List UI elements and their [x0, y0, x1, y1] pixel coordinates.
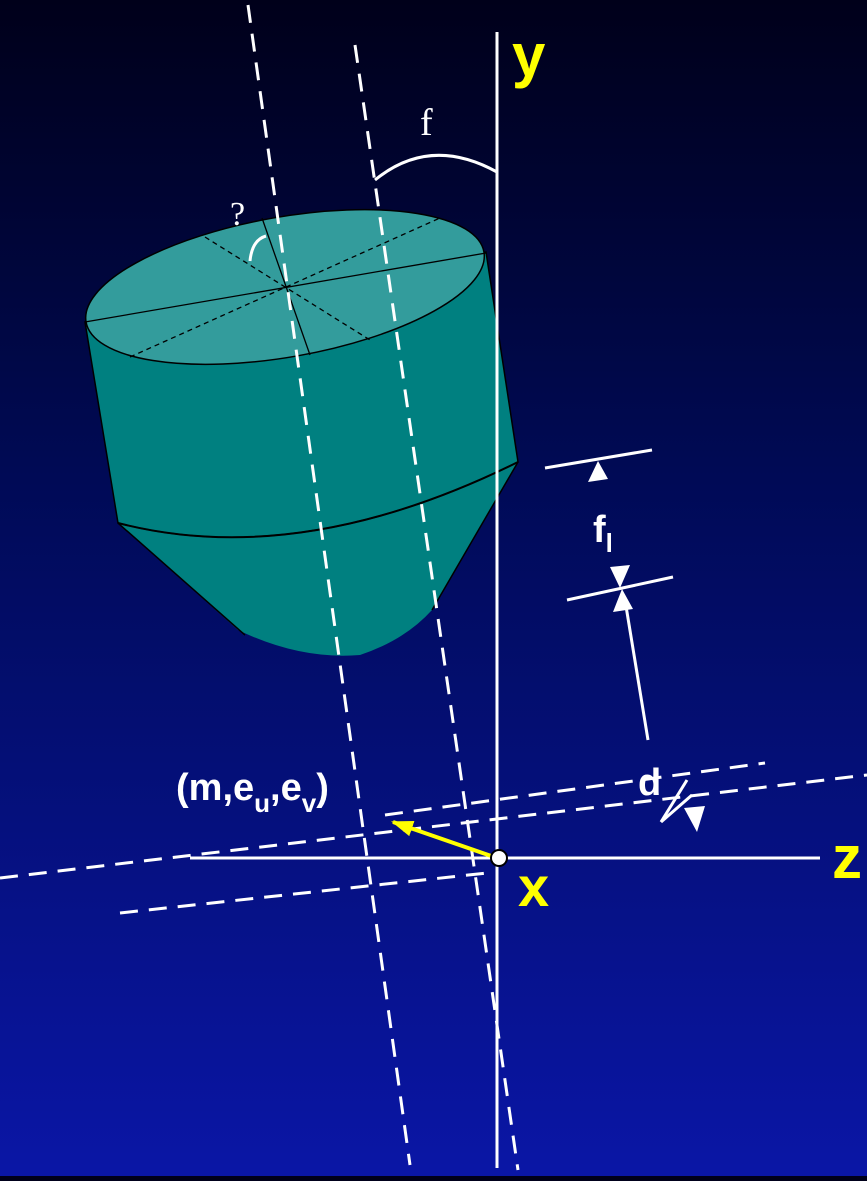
origin-point: [490, 849, 508, 867]
fl-tick-upper: [544, 448, 653, 470]
d-arrow-top: [613, 589, 633, 612]
x-origin-label: x: [518, 855, 549, 918]
detector-face-crosshair: [84, 217, 487, 358]
fl-arrow-bottom: [610, 565, 630, 588]
fl-tick-lower: [566, 575, 674, 602]
detector-body: [84, 208, 519, 656]
psi-angle-arc: [248, 234, 267, 262]
fl-label: fl: [593, 509, 613, 558]
fl-dimension: [544, 448, 674, 602]
d-line-upper: [623, 599, 650, 741]
d-line-lower: [660, 793, 693, 824]
detector-axis-primary: [246, 4, 412, 1166]
d-arrow-bottom: [684, 806, 705, 832]
psi-label: ?: [230, 196, 245, 233]
phi-angle-arc: [374, 153, 498, 182]
phi-label: f: [420, 102, 433, 144]
tilted-z-axis-lower: [119, 871, 488, 915]
detector-axis-secondary: [353, 44, 520, 1171]
orientation-params-label: (m,eu,ev): [176, 767, 329, 818]
d-label: d: [638, 762, 661, 804]
y-axis-label: y: [512, 22, 546, 89]
tilted-z-axis-upper: [0, 773, 867, 880]
tilted-z-axis-upper-left: [384, 761, 766, 817]
z-axis-label: z: [832, 824, 862, 891]
detector-band: [117, 461, 519, 539]
d-dimension: [623, 599, 693, 824]
fl-arrow-top: [588, 461, 608, 482]
detector-cone-edge: [117, 461, 519, 636]
direction-vector-arrow: [391, 820, 498, 860]
detector-dashed-axes: [0, 4, 867, 1171]
